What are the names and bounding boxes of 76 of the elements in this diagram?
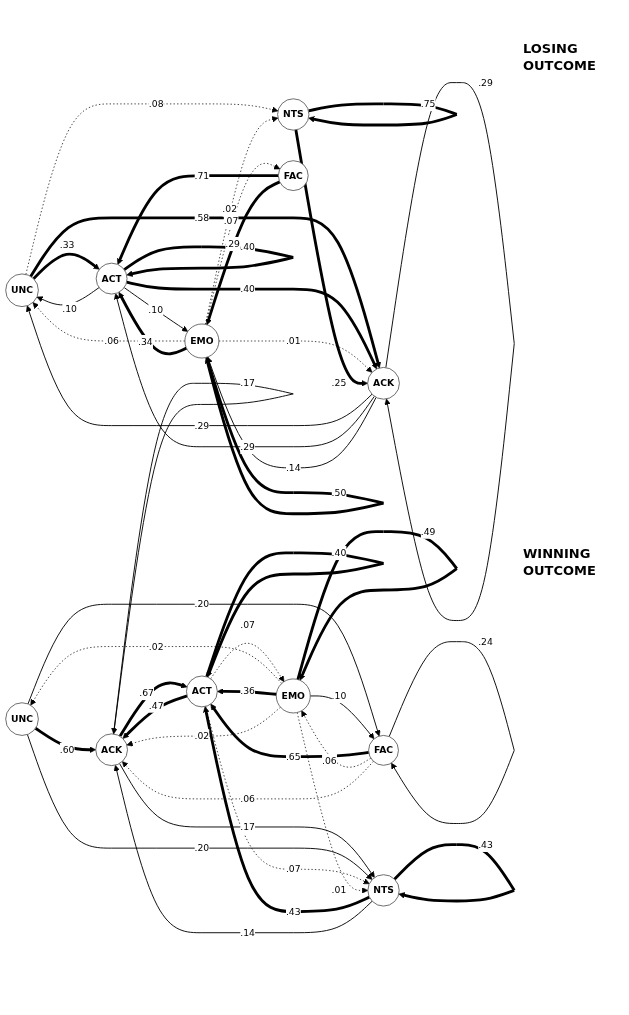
edge-label: .06	[322, 754, 337, 766]
edge-label: .01	[331, 884, 347, 896]
edge-label: .29	[225, 238, 240, 249]
edge-label: .43	[285, 905, 301, 917]
edge-label: .14	[240, 927, 255, 938]
edge-label: .43	[478, 838, 493, 850]
edge-label: .50	[331, 486, 347, 498]
edge-label: .65	[285, 750, 301, 762]
node-circle: EMO	[184, 323, 220, 359]
node-circle: NTS	[367, 874, 400, 907]
edge-label: .25	[331, 377, 347, 389]
arrow	[117, 174, 279, 265]
edge-label: .17	[240, 377, 255, 389]
edge-label: .10	[62, 302, 77, 314]
edge-label: .20	[194, 842, 210, 854]
edge-label: .29	[478, 76, 493, 88]
arrow	[111, 382, 294, 735]
arrow	[118, 681, 188, 737]
edge-label: .75	[420, 98, 436, 109]
arrow	[205, 551, 384, 678]
diagram-heading: WINNING OUTCOME	[523, 545, 597, 579]
edge-label: .60	[59, 744, 75, 755]
node-circle: ACK	[95, 733, 128, 766]
arrow	[29, 216, 381, 369]
arrow	[126, 280, 378, 370]
arrow	[122, 694, 188, 739]
node-circle: FAC	[278, 160, 309, 191]
arrow	[34, 726, 96, 753]
arrow	[32, 252, 100, 280]
node-circle: FAC	[368, 734, 399, 766]
edge-label: .67	[139, 687, 154, 699]
arrow	[296, 530, 458, 681]
arrow	[205, 116, 279, 325]
node-circle: UNC	[5, 702, 39, 736]
arrow	[204, 356, 384, 516]
edge-label: .17	[240, 821, 255, 832]
arrow	[210, 703, 369, 758]
edge-label: .58	[194, 212, 210, 223]
arrow	[393, 843, 516, 903]
edge-label: .01	[285, 335, 301, 346]
edge-label: .40	[240, 283, 255, 295]
diagram-heading: LOSING OUTCOME	[523, 40, 597, 74]
node-circle: ACT	[186, 675, 218, 708]
arrow	[203, 706, 370, 913]
edge-label: .71	[194, 169, 210, 181]
edge-label: .49	[420, 525, 436, 537]
node-circle: UNC	[5, 273, 39, 307]
edge-label: .29	[240, 441, 255, 452]
edge-label: .06	[104, 335, 119, 346]
arrow	[118, 291, 188, 355]
edge-label: .40	[240, 241, 255, 252]
edge-label: .07	[285, 863, 301, 875]
edge-label: .14	[285, 462, 301, 473]
edge-label: .47	[148, 699, 164, 711]
edge-label: .24	[478, 636, 493, 647]
edge-label: .10	[331, 690, 347, 701]
edge-label: .36	[240, 685, 255, 697]
edge-label: .08	[148, 98, 164, 109]
arrow	[308, 102, 458, 127]
edge-label: .07	[223, 215, 239, 227]
edge-label: .34	[138, 336, 153, 347]
arrow	[294, 129, 368, 387]
node-circle: ACT	[95, 262, 128, 295]
node-circle: NTS	[277, 98, 310, 131]
edge-label: .40	[331, 547, 347, 558]
edge-label: .29	[194, 419, 210, 431]
edge-label: .02	[222, 203, 238, 215]
edge-label: .10	[148, 304, 164, 315]
edge-label: .20	[194, 598, 210, 610]
node-circle: EMO	[275, 678, 311, 714]
edge-label: .07	[240, 619, 255, 631]
edge-label: .02	[194, 730, 210, 742]
edge-label: .33	[59, 239, 75, 251]
node-circle: ACK	[367, 366, 400, 400]
edge-label: .02	[148, 640, 164, 652]
edge-label: .06	[240, 793, 255, 804]
